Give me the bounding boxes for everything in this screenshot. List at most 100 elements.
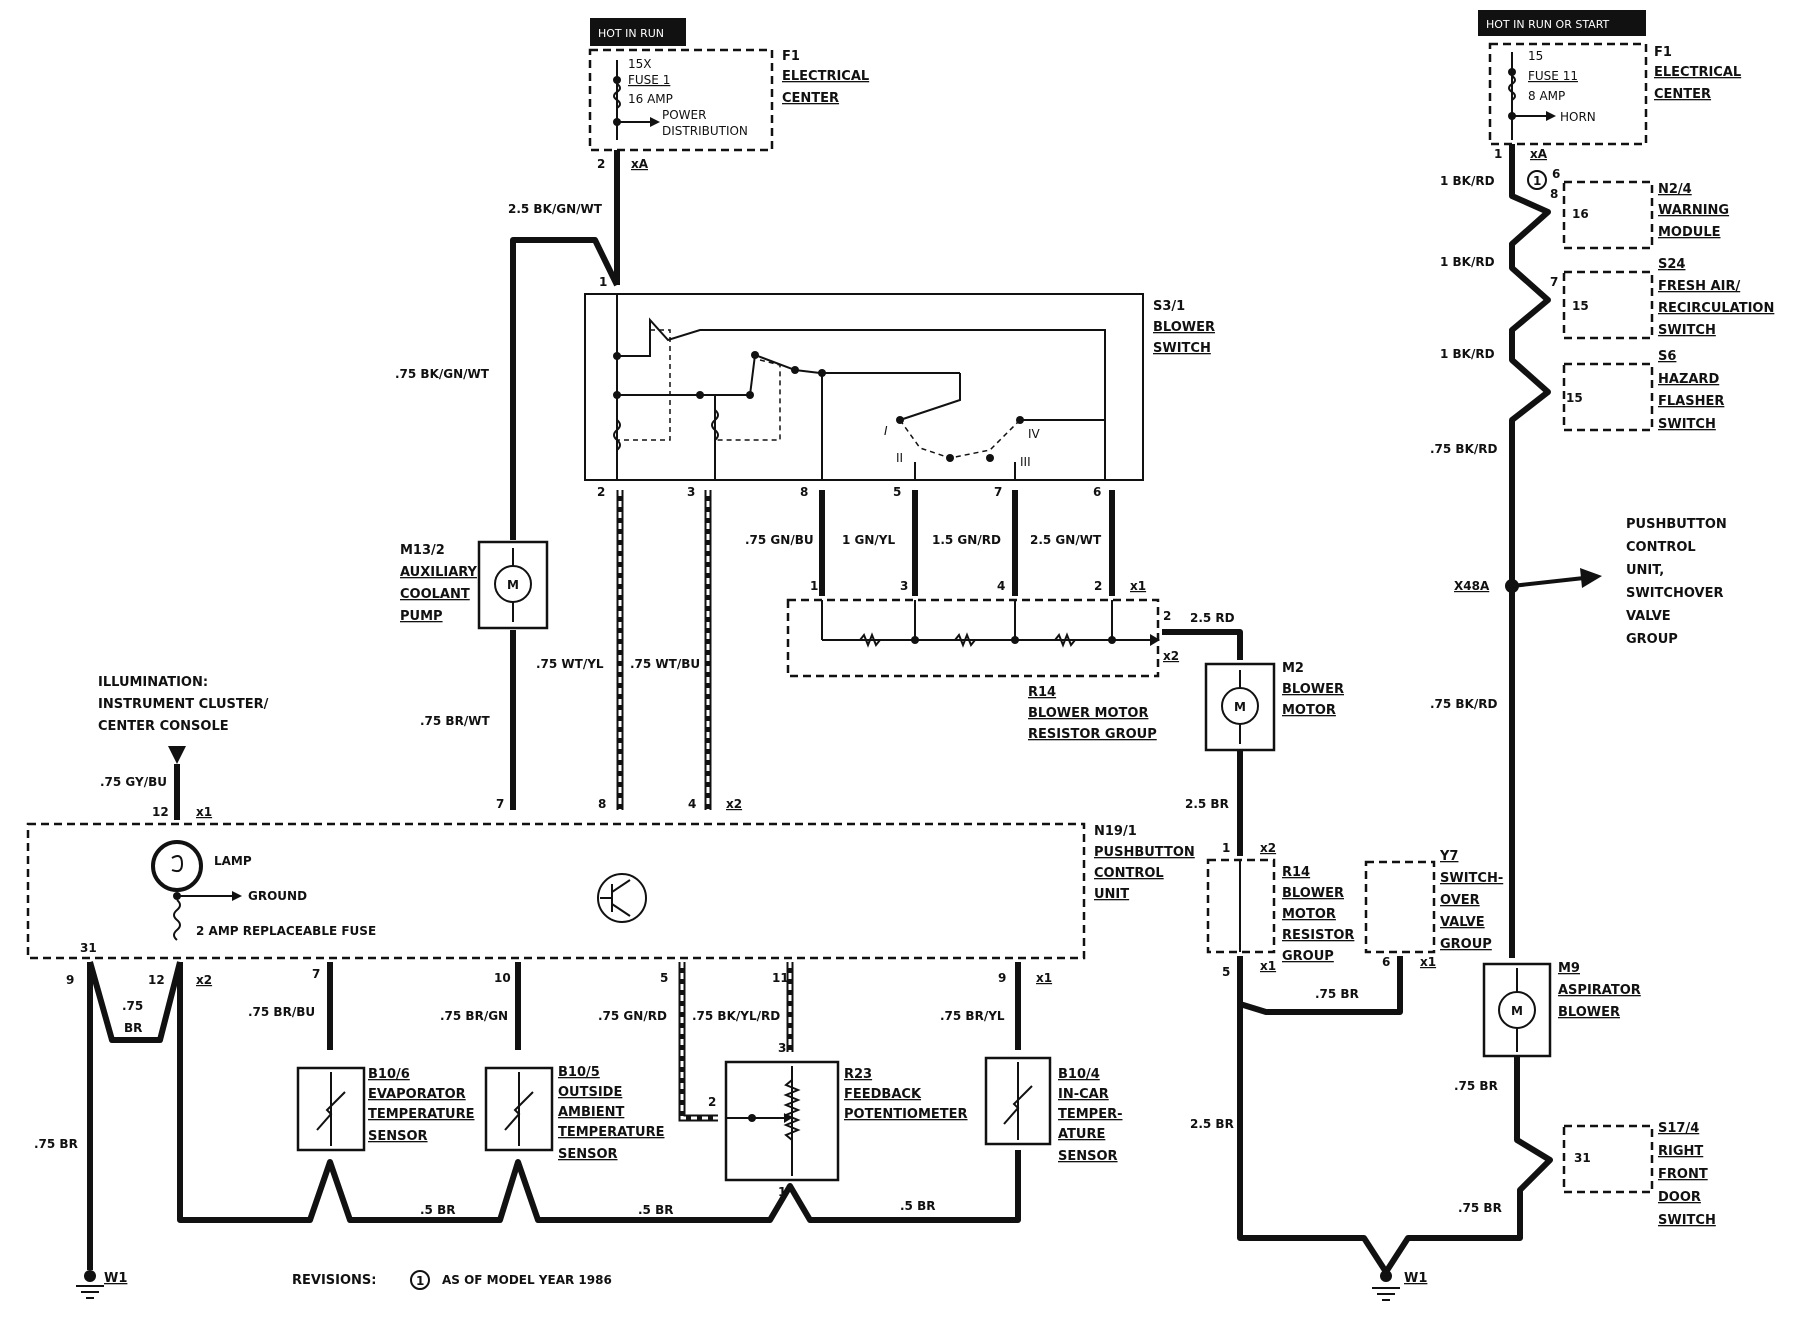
hot-in-run-label: HOT IN RUN	[590, 18, 686, 46]
revisions-text: AS OF MODEL YEAR 1986	[442, 1273, 612, 1287]
ground-w1-left-label: W1	[104, 1271, 127, 1286]
svg-text:2: 2	[597, 485, 605, 499]
svg-text:6: 6	[1552, 167, 1560, 181]
svg-text:S17/4: S17/4	[1658, 1121, 1699, 1136]
svg-text:IV: IV	[1028, 427, 1041, 441]
svg-text:M9: M9	[1558, 961, 1580, 976]
f1-left-id: F1	[782, 49, 800, 64]
svg-text:Y7: Y7	[1439, 849, 1458, 864]
svg-text:SENSOR: SENSOR	[1058, 1149, 1118, 1164]
in-car-sensor-b10-4: B10/4 IN-CAR TEMPER- ATURE SENSOR	[984, 1056, 1123, 1164]
ground-label: GROUND	[248, 889, 307, 903]
svg-text:SENSOR: SENSOR	[368, 1129, 428, 1144]
r14-upper-id: R14	[1028, 685, 1056, 700]
svg-text:7: 7	[994, 485, 1002, 499]
s3-1-name1: BLOWER	[1153, 320, 1215, 335]
svg-text:11: 11	[772, 971, 789, 985]
ground-w1-right-icon	[1372, 1270, 1400, 1301]
svg-text:N19/1: N19/1	[1094, 824, 1137, 839]
svg-text:M: M	[1511, 1004, 1523, 1018]
svg-text:SWITCH: SWITCH	[1658, 1213, 1716, 1228]
svg-text:1: 1	[599, 275, 607, 289]
right-chain: 1 6 8 7 1 BK/RD 1 BK/RD 1 BK/RD .75 BK/R…	[1430, 167, 1774, 1228]
aux-coolant-pump-m13-2: M M13/2 AUXILIARY COOLANT PUMP	[400, 540, 549, 630]
wire-label-5br-2: .5 BR	[638, 1203, 673, 1217]
svg-text:M: M	[507, 578, 519, 592]
svg-text:B10/4: B10/4	[1058, 1067, 1100, 1082]
svg-text:GROUP: GROUP	[1626, 632, 1678, 647]
svg-text:1: 1	[1494, 147, 1502, 161]
transistor-icon	[597, 873, 647, 923]
svg-text:8: 8	[800, 485, 808, 499]
wire-label-5br-1: .5 BR	[420, 1203, 455, 1217]
blower-switch-s3-1: 1 I II III IV S3/1 BLOWER SWITCH 2	[584, 275, 1215, 499]
svg-text:6: 6	[1382, 955, 1390, 969]
wire-label-75bkgnwt: .75 BK/GN/WT	[395, 367, 490, 381]
svg-text:1: 1	[416, 1274, 424, 1288]
svg-text:S24: S24	[1658, 257, 1685, 272]
svg-text:COOLANT: COOLANT	[400, 587, 470, 602]
svg-text:3: 3	[687, 485, 695, 499]
f1-left-pin-out: 2	[597, 157, 605, 171]
svg-text:x1: x1	[196, 805, 212, 819]
svg-text:I: I	[884, 424, 888, 438]
wire-label-75gybu: .75 GY/BU	[100, 775, 167, 789]
svg-text:HAZARD: HAZARD	[1658, 372, 1719, 387]
svg-text:UNIT,: UNIT,	[1626, 563, 1664, 578]
revisions-label: REVISIONS:	[292, 1273, 376, 1288]
wire-label-75bryl: .75 BR/YL	[940, 1009, 1005, 1023]
svg-text:7: 7	[1550, 275, 1558, 289]
svg-text:RESISTOR: RESISTOR	[1282, 928, 1354, 943]
svg-text:15: 15	[1572, 299, 1589, 313]
svg-text:UNIT: UNIT	[1094, 887, 1129, 902]
hot-in-run-or-start-label: HOT IN RUN OR START	[1478, 10, 1646, 36]
svg-text:SWITCH: SWITCH	[1658, 323, 1716, 338]
svg-text:DOOR: DOOR	[1658, 1190, 1701, 1205]
svg-text:GROUP: GROUP	[1440, 937, 1492, 952]
svg-text:PUSHBUTTON: PUSHBUTTON	[1094, 845, 1195, 860]
svg-text:SWITCH: SWITCH	[1658, 417, 1716, 432]
wire-label-75brwt: .75 BR/WT	[420, 714, 490, 728]
svg-text:x1: x1	[1260, 959, 1276, 973]
wire-label-75bkylrd: .75 BK/YL/RD	[692, 1009, 780, 1023]
svg-text:ASPIRATOR: ASPIRATOR	[1558, 983, 1641, 998]
svg-text:II: II	[896, 451, 903, 465]
svg-text:4: 4	[997, 579, 1005, 593]
svg-text:9: 9	[998, 971, 1006, 985]
svg-text:B10/6: B10/6	[368, 1067, 410, 1082]
wire-label-75wtbu: .75 WT/BU	[630, 657, 700, 671]
resistor-group-r14-lower: 1 x2 5 x1 R14 BLOWER MOTOR RESISTOR GROU…	[1206, 841, 1354, 979]
svg-text:OVER: OVER	[1440, 893, 1480, 908]
svg-text:SWITCH-: SWITCH-	[1440, 871, 1503, 886]
svg-text:POTENTIOMETER: POTENTIOMETER	[844, 1107, 968, 1122]
wire-label-75brgn: .75 BR/GN	[440, 1009, 508, 1023]
svg-text:12: 12	[152, 805, 169, 819]
svg-text:SENSOR: SENSOR	[558, 1147, 618, 1162]
wire-label-75br-loop: .75	[122, 999, 143, 1013]
svg-text:x2: x2	[1260, 841, 1276, 855]
svg-text:1: 1	[810, 579, 818, 593]
svg-text:8: 8	[1550, 187, 1558, 201]
svg-text:3: 3	[900, 579, 908, 593]
wire-label-25bkgnwt: 2.5 BK/GN/WT	[508, 202, 603, 216]
s3-1-id: S3/1	[1153, 299, 1185, 314]
wire-label-75bkrd-2: .75 BK/RD	[1430, 697, 1498, 711]
svg-text:1: 1	[1533, 174, 1541, 188]
svg-text:xA: xA	[1530, 147, 1548, 161]
svg-text:2: 2	[1163, 609, 1171, 623]
f1-left-conn: xA	[631, 157, 649, 171]
svg-text:8 AMP: 8 AMP	[1528, 89, 1565, 103]
r14-upper-name1: BLOWER MOTOR	[1028, 706, 1148, 721]
f1-left-amp: 16 AMP	[628, 92, 673, 106]
wire-label-75br-y7: .75 BR	[1315, 987, 1359, 1001]
svg-text:AMBIENT: AMBIENT	[558, 1105, 625, 1120]
feedback-potentiometer-r23: 3 2 1 R23 FEEDBACK POTENTIOMETER	[708, 1041, 968, 1199]
wire-label-75gnrd: .75 GN/RD	[598, 1009, 667, 1023]
wire-label-75br-left: .75 BR	[34, 1137, 78, 1151]
wire-label-1bkrd-3: 1 BK/RD	[1440, 347, 1495, 361]
svg-text:15: 15	[1566, 391, 1583, 405]
svg-text:BLOWER: BLOWER	[1282, 682, 1344, 697]
svg-text:9: 9	[66, 973, 74, 987]
svg-text:HOT IN RUN OR START: HOT IN RUN OR START	[1486, 18, 1610, 31]
svg-text:PUMP: PUMP	[400, 609, 443, 624]
